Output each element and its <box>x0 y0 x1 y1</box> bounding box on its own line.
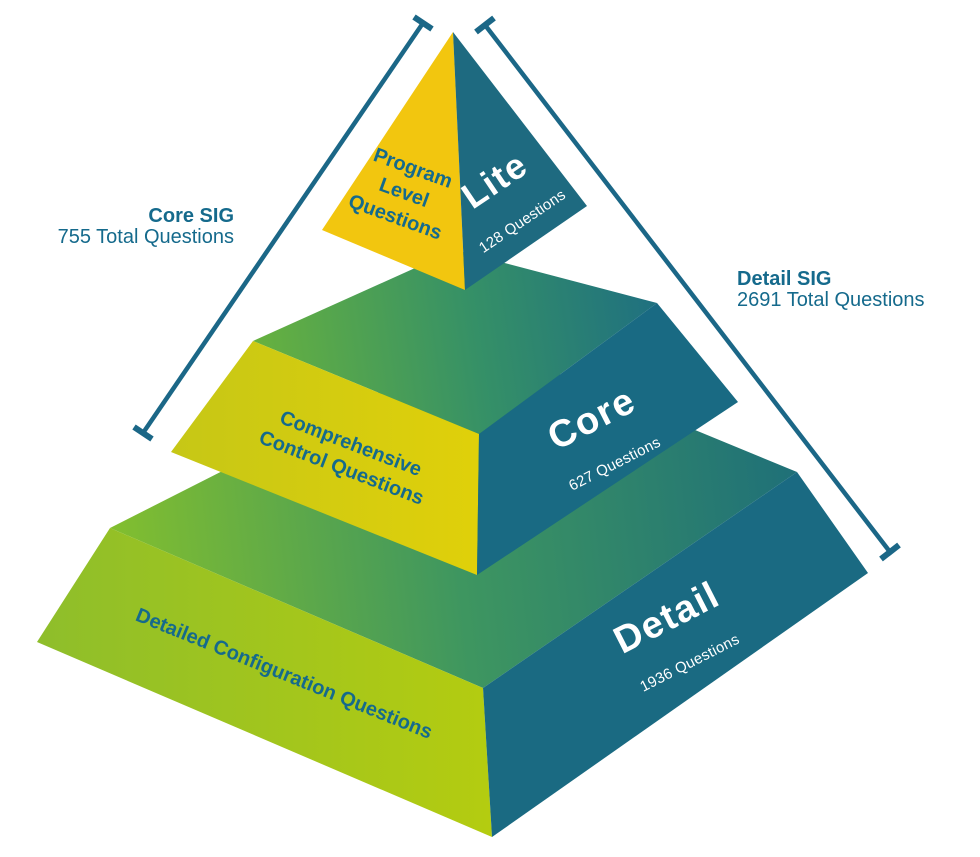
core-sig-title: Core SIG <box>148 205 234 227</box>
core-sig-bracket-top-cap <box>412 14 434 32</box>
tier-detail-left-face <box>37 528 492 837</box>
tier-core-top-face <box>253 250 657 434</box>
detail-sig-bracket-bottom-cap <box>879 542 901 562</box>
core-sig-bracket-bottom-cap <box>132 424 154 442</box>
core-sig-bracket <box>132 14 434 442</box>
core-sig-annotation: Core SIG 755 Total Questions <box>58 206 234 248</box>
tier-core-faces <box>171 250 738 575</box>
detail-sig-subtitle: 2691 Total Questions <box>737 289 925 311</box>
detail-sig-bracket <box>474 15 901 562</box>
detail-sig-bracket-line <box>483 23 892 554</box>
tier-lite-left-face <box>322 32 465 290</box>
tier-lite-right-face <box>453 32 587 290</box>
tier-core-right-face <box>477 303 738 575</box>
detail-sig-title: Detail SIG <box>737 268 832 290</box>
core-sig-bracket-line <box>141 21 425 435</box>
tier-core-left-face <box>171 341 479 575</box>
core-sig-subtitle: 755 Total Questions <box>57 226 234 248</box>
detail-sig-annotation: Detail SIG 2691 Total Questions <box>737 269 925 311</box>
detail-sig-bracket-top-cap <box>474 15 496 35</box>
tier-detail-right-face <box>483 472 868 837</box>
tier-lite-faces <box>322 32 587 290</box>
